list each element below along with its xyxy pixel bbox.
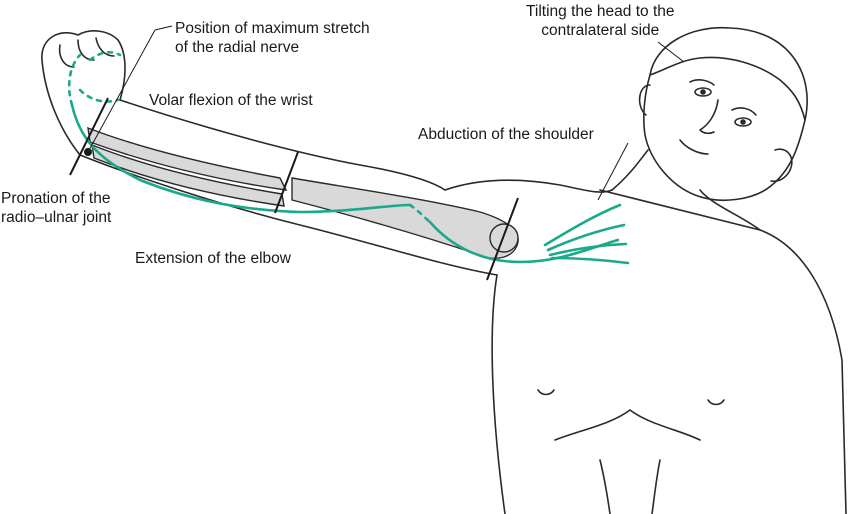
shoulder-bar [486, 197, 519, 281]
label-maximum-stretch: Position of maximum stretch of the radia… [175, 19, 370, 57]
fingers [58, 37, 115, 68]
left-eye [694, 87, 712, 97]
torso-outline [491, 189, 847, 514]
nipple-left [537, 389, 555, 396]
nose [699, 99, 719, 135]
label-head-tilt-line2: contralateral side [541, 22, 660, 39]
ear [638, 84, 651, 116]
humerus-bone [291, 177, 519, 259]
neck-outline [611, 149, 761, 231]
label-maximum-stretch-line2: of the radial nerve [175, 39, 300, 56]
radial-nerve-upper-arm [428, 220, 620, 264]
forearm-bone-radius [87, 126, 288, 191]
ear-right [770, 148, 793, 183]
label-shoulder-abduction: Abduction of the shoulder [418, 126, 594, 143]
label-pronation: Pronation of the radio–ulnar joint [1, 189, 111, 227]
stretch-leader-line [154, 25, 173, 31]
shoulder-outline [444, 179, 613, 193]
hand-nerve-dotted [67, 50, 122, 107]
radial-nerve-upper-arm-dotted [408, 203, 432, 224]
stretch-point [84, 148, 92, 156]
forearm-bone-ulna [91, 143, 285, 207]
arm-upper-edge [119, 99, 446, 191]
label-head-tilt-line1: Tilting the head to the [526, 3, 675, 20]
head-outline [643, 26, 808, 201]
left-pupil [700, 89, 706, 95]
humeral-head [489, 223, 519, 253]
abduction-leader-line [597, 142, 629, 201]
arm-lower-edge [79, 154, 498, 276]
label-pronation-line2: radio–ulnar joint [1, 209, 112, 226]
brow-right [731, 107, 757, 116]
chest-line [554, 409, 701, 441]
hair-line [649, 56, 806, 121]
right-pupil [740, 119, 746, 125]
stretch-leader-line-2 [87, 29, 156, 153]
mouth [679, 139, 709, 155]
label-elbow-extension: Extension of the elbow [135, 250, 291, 267]
label-pronation-line1: Pronation of the [1, 190, 111, 207]
label-head-tilt: Tilting the head to the contralateral si… [526, 2, 675, 40]
label-volar-flexion: Volar flexion of the wrist [149, 92, 313, 109]
right-eye [734, 117, 752, 127]
nipple-right [707, 399, 725, 406]
pronation-bar [69, 97, 109, 176]
brow-left [689, 79, 715, 86]
volar-flexion-bar [274, 151, 299, 214]
radial-nerve-forearm [70, 103, 412, 214]
label-maximum-stretch-line1: Position of maximum stretch [175, 20, 370, 37]
tilt-leader-line [657, 41, 685, 63]
hand-outline [41, 30, 126, 156]
abdomen-line [599, 459, 661, 514]
brachial-plexus-roots [543, 203, 630, 265]
